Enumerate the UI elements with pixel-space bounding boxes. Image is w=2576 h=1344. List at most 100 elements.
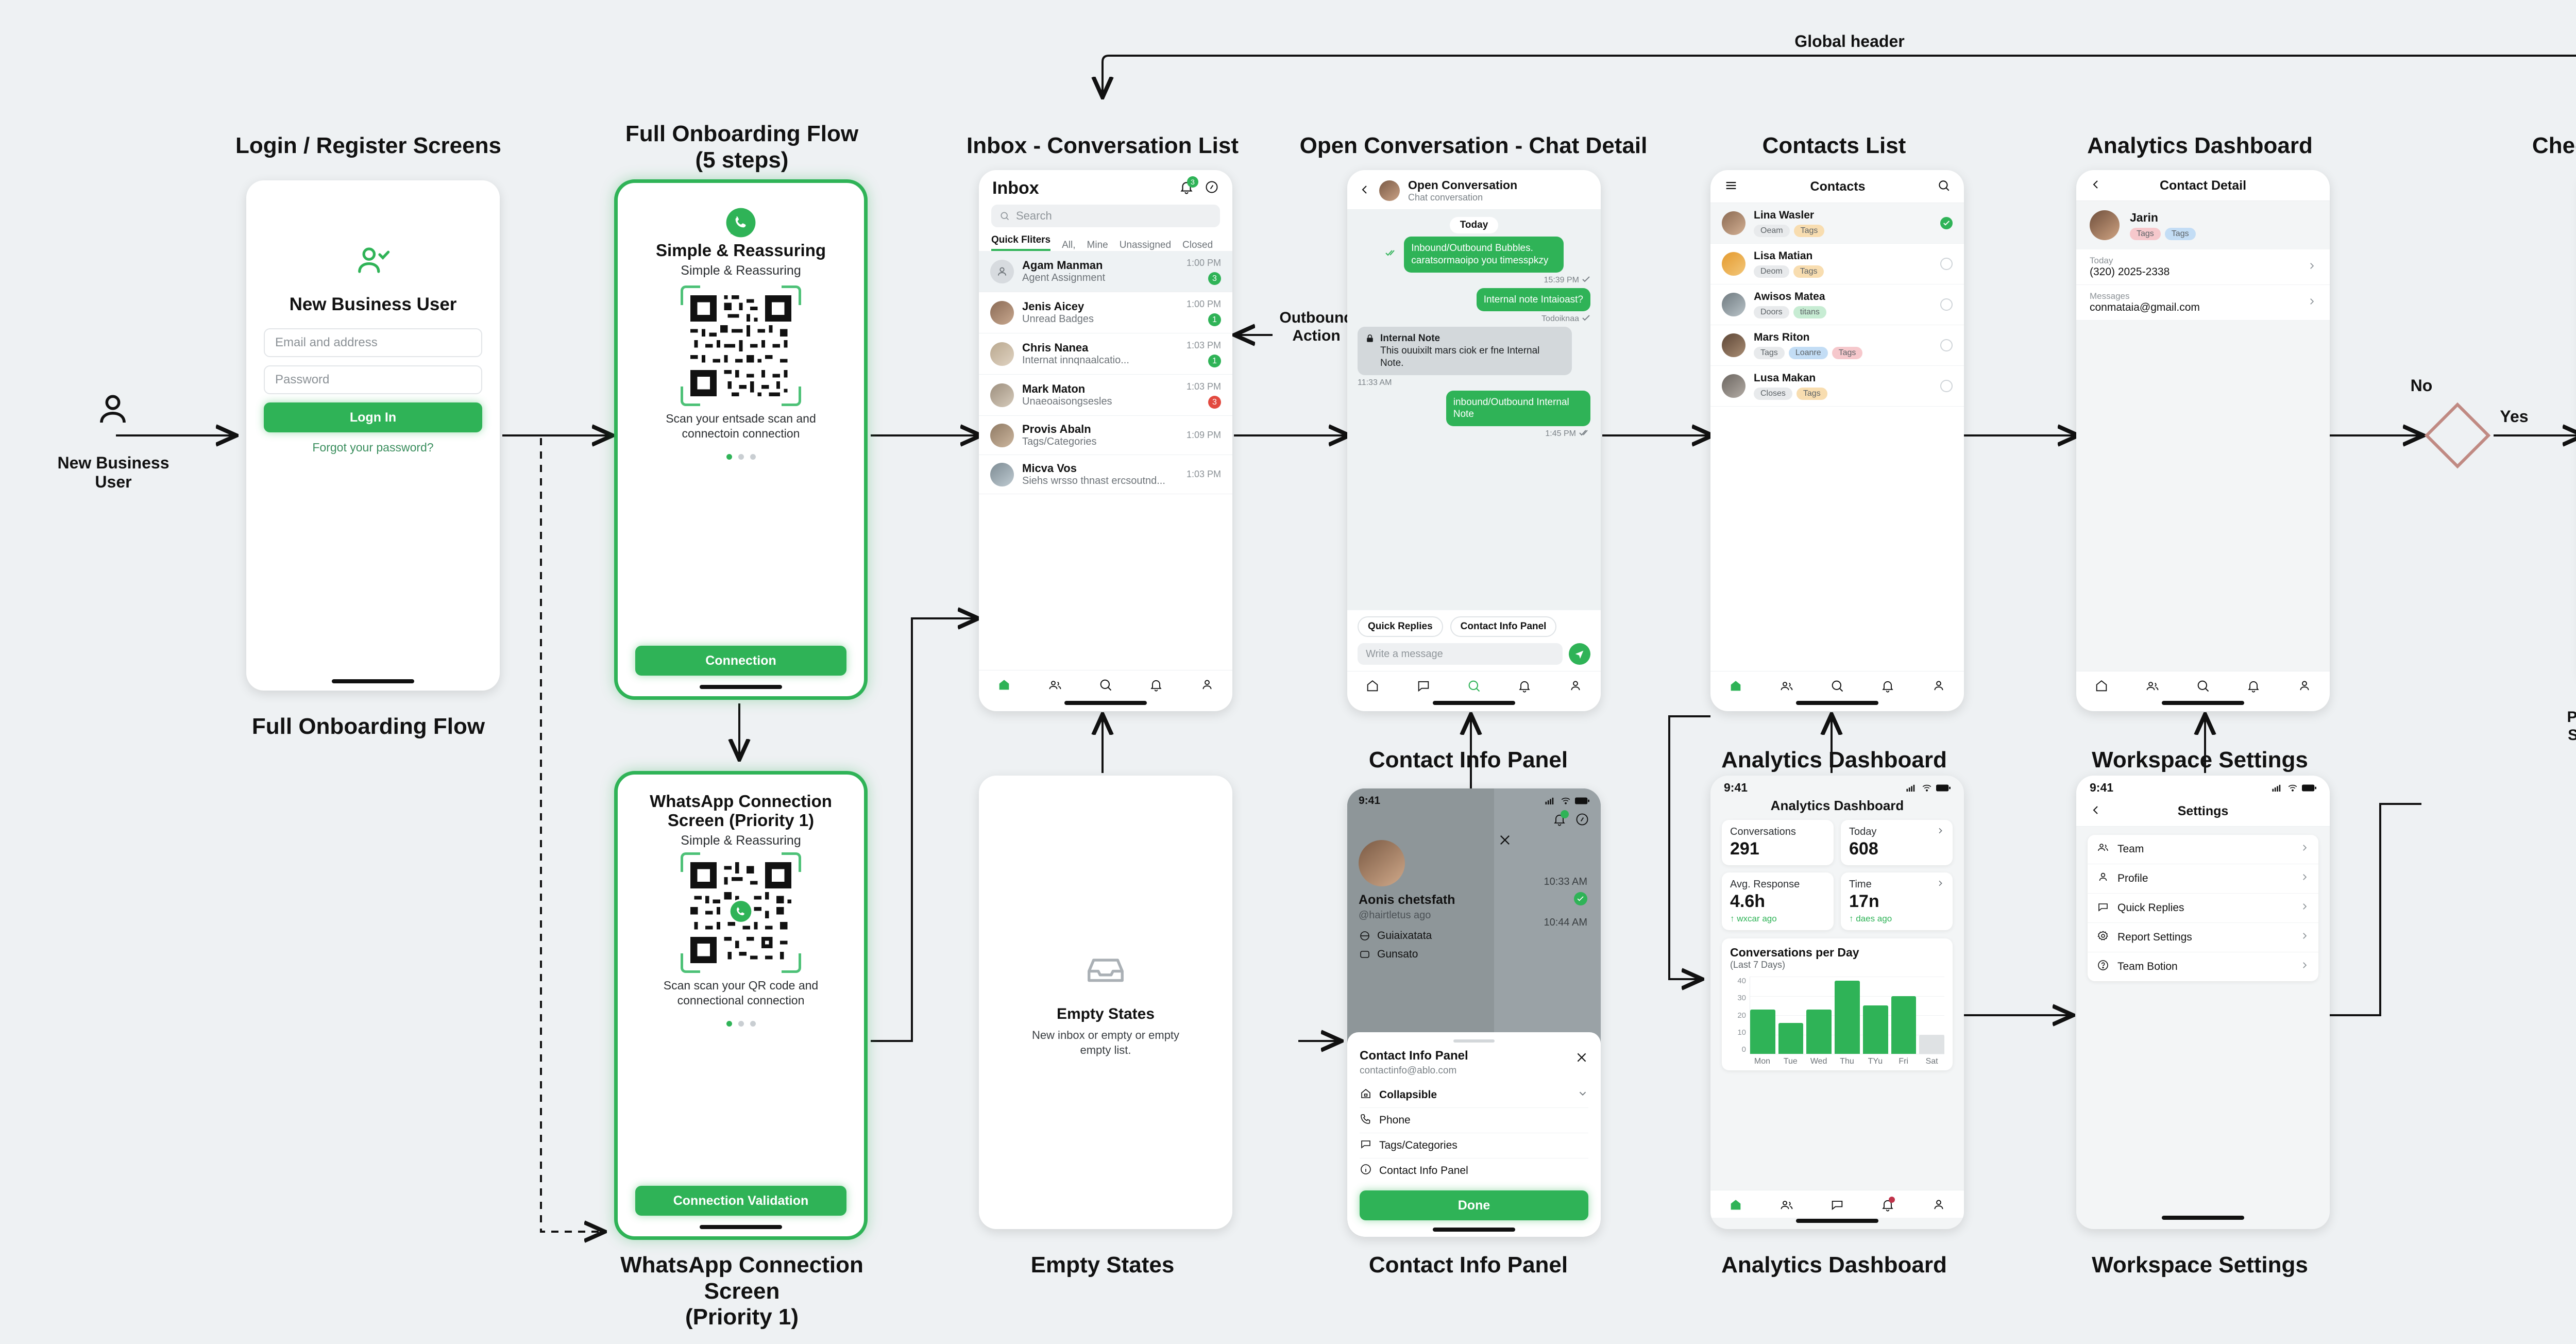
tab-search-icon[interactable] xyxy=(2196,679,2210,696)
search-input[interactable]: Search xyxy=(991,205,1220,227)
tab-search-icon[interactable] xyxy=(1467,679,1481,696)
contact-row[interactable]: Mars Riton Tags Loanre Tags xyxy=(1710,325,1964,366)
bell-icon[interactable] xyxy=(1552,810,1569,829)
filter-unassigned[interactable]: Unassigned xyxy=(1119,240,1172,250)
tab-bell-icon[interactable] xyxy=(1880,1197,1895,1215)
settings-row-team-botion[interactable]: Team Botion xyxy=(2088,952,2318,981)
tab-profile-icon[interactable] xyxy=(1931,1198,1946,1215)
back-icon[interactable] xyxy=(2090,178,2102,193)
select-radio[interactable] xyxy=(1940,339,1953,351)
contact-info-panel-chip[interactable]: Contact Info Panel xyxy=(1450,616,1557,637)
kpi-card-today[interactable]: Today 608 xyxy=(1841,820,1953,865)
settings-icon[interactable] xyxy=(1205,180,1219,197)
select-radio[interactable] xyxy=(1940,217,1953,229)
conversation-row[interactable]: Provis Abaln Tags/Categories 1:09 PM xyxy=(979,416,1232,455)
bottom-tabbar[interactable] xyxy=(1347,671,1601,699)
tab-chat-icon[interactable] xyxy=(1416,679,1431,696)
filter-mine[interactable]: Mine xyxy=(1087,240,1108,250)
quick-filters[interactable]: Quick Fliters All, Mine Unassigned Close… xyxy=(979,227,1232,251)
login-button[interactable]: Logn In xyxy=(264,402,482,432)
tab-contacts-icon[interactable] xyxy=(2145,679,2160,696)
settings-row-report-settings[interactable]: Report Settings xyxy=(2088,923,2318,952)
connection-validation-button[interactable]: Connection Validation xyxy=(635,1186,846,1216)
quick-replies-chip[interactable]: Quick Replies xyxy=(1358,616,1443,637)
tab-home-icon[interactable] xyxy=(1365,679,1380,696)
contact-detail-row-email[interactable]: Messages conmataia@gmail.com xyxy=(2076,285,2330,321)
bottom-tabbar[interactable] xyxy=(1710,671,1964,699)
settings-row-team[interactable]: Team xyxy=(2088,835,2318,864)
bell-icon[interactable]: 3 xyxy=(1179,176,1198,197)
conversation-row[interactable]: Chris Nanea Internat innqnaalcatio... 1:… xyxy=(979,333,1232,375)
tab-bell-icon[interactable] xyxy=(1517,679,1532,696)
select-radio[interactable] xyxy=(1940,380,1953,392)
tag: titans xyxy=(1793,306,1826,318)
bottom-tabbar[interactable] xyxy=(979,670,1232,698)
conversation-row[interactable]: Jenis Aicey Unread Badges 1:00 PM 1 xyxy=(979,292,1232,333)
kpi-card-avg-response[interactable]: Avg. Response 4.6h ↑ wxcar ago xyxy=(1722,872,1834,930)
contact-row[interactable]: Lina Wasler Oeam Tags xyxy=(1710,203,1964,244)
contact-detail-row-phone[interactable]: Today (320) 2025-2338 xyxy=(2076,249,2330,285)
contact-row[interactable]: Awisos Matea Doors titans xyxy=(1710,284,1964,325)
settings-row-quick-replies[interactable]: Quick Replies xyxy=(2088,894,2318,923)
connection-button[interactable]: Connection xyxy=(635,646,846,676)
back-icon[interactable] xyxy=(2090,804,2102,819)
tab-home-icon[interactable] xyxy=(997,678,1011,695)
avatar xyxy=(1722,374,1745,398)
kpi-grid: Conversations 291 Today 608 Avg. Respons… xyxy=(1710,820,1964,930)
tab-contacts-icon[interactable] xyxy=(1048,678,1062,695)
tab-bell-icon[interactable] xyxy=(1880,679,1895,696)
tab-search-icon[interactable] xyxy=(1830,679,1844,696)
contact-row[interactable]: Lisa Matian Deom Tags xyxy=(1710,244,1964,284)
filter-all[interactable]: All, xyxy=(1062,240,1076,250)
kpi-card-time[interactable]: Time 17n ↑ daes ago xyxy=(1841,872,1953,930)
conversation-row[interactable]: Mark Maton Unaeoaisongsesles 1:03 PM 3 xyxy=(979,375,1232,416)
tab-home-icon[interactable] xyxy=(1728,1198,1743,1215)
carousel-dots[interactable] xyxy=(726,454,756,460)
kpi-card-conversations[interactable]: Conversations 291 xyxy=(1722,820,1834,865)
done-button[interactable]: Done xyxy=(1360,1190,1588,1220)
chevron-down-icon[interactable] xyxy=(1577,1088,1588,1102)
tab-bell-icon[interactable] xyxy=(1149,678,1163,695)
close-icon[interactable] xyxy=(1498,833,1512,850)
close-icon[interactable] xyxy=(1575,1051,1588,1067)
tab-profile-icon[interactable] xyxy=(1200,678,1214,695)
conversation-row[interactable]: Micva Vos Siehs wrsso thnast ercsoutnd..… xyxy=(979,455,1232,494)
tab-contacts-icon[interactable] xyxy=(1780,679,1794,696)
email-field[interactable]: Email and address xyxy=(264,328,482,357)
tab-home-icon[interactable] xyxy=(1728,679,1743,696)
tab-profile-icon[interactable] xyxy=(1568,679,1583,696)
select-radio[interactable] xyxy=(1940,258,1953,270)
conversation-row[interactable]: Agam Manman Agent Assignment 1:00 PM 3 xyxy=(979,251,1232,292)
filter-closed[interactable]: Closed xyxy=(1182,240,1213,250)
settings-icon[interactable] xyxy=(1575,812,1589,829)
send-button[interactable] xyxy=(1569,643,1590,665)
sheet-item-contact-info[interactable]: Contact Info Panel xyxy=(1360,1158,1588,1183)
filter-quick[interactable]: Quick Fliters xyxy=(991,234,1051,251)
forgot-password-link[interactable]: Forgot your password? xyxy=(312,441,434,454)
search-icon[interactable] xyxy=(1937,179,1951,195)
sheet-grabber[interactable] xyxy=(1453,1039,1495,1043)
tab-contacts-icon[interactable] xyxy=(1780,1198,1794,1215)
bottom-tabbar[interactable] xyxy=(1710,1190,1964,1218)
tab-profile-icon[interactable] xyxy=(1931,679,1946,696)
sheet-item-collapsible[interactable]: Collapsible xyxy=(1360,1083,1588,1107)
settings-row-profile[interactable]: Profile xyxy=(2088,864,2318,894)
bottom-tabbar[interactable] xyxy=(2076,671,2330,699)
message-input[interactable]: Write a message xyxy=(1358,643,1563,665)
menu-icon[interactable] xyxy=(1724,178,1738,195)
password-field[interactable]: Password xyxy=(264,365,482,394)
sheet-item-phone[interactable]: Phone xyxy=(1360,1107,1588,1133)
whatsapp-connect-subtitle: Simple & Reassuring xyxy=(681,833,801,848)
tab-chat-icon[interactable] xyxy=(1830,1198,1844,1215)
back-icon[interactable] xyxy=(1359,183,1371,198)
avatar xyxy=(1722,293,1745,316)
contact-row[interactable]: Lusa Makan Closes Tags xyxy=(1710,366,1964,407)
carousel-dots[interactable] xyxy=(726,1021,756,1027)
quick-action-chips[interactable]: Quick Replies Contact Info Panel xyxy=(1347,610,1601,640)
tab-home-icon[interactable] xyxy=(2094,679,2109,696)
select-radio[interactable] xyxy=(1940,298,1953,311)
sheet-item-tags[interactable]: Tags/Categories xyxy=(1360,1133,1588,1158)
tab-bell-icon[interactable] xyxy=(2246,679,2261,696)
tab-search-icon[interactable] xyxy=(1098,678,1113,695)
tab-profile-icon[interactable] xyxy=(2297,679,2312,696)
